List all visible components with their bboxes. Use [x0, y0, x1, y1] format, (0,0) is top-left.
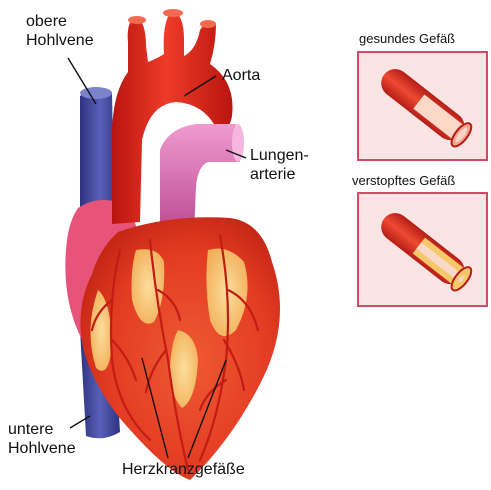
label-superior-vena-cava-line1: obere: [26, 12, 94, 31]
label-inferior-vena-cava: untere Hohlvene: [8, 420, 76, 458]
label-inferior-vena-cava-line2: Hohlvene: [8, 439, 76, 458]
label-superior-vena-cava: obere Hohlvene: [26, 12, 94, 50]
label-pulmonary-artery: Lungen- arterie: [250, 146, 309, 184]
caption-blocked-vessel: verstopftes Gefäß: [352, 173, 455, 188]
label-inferior-vena-cava-line1: untere: [8, 420, 76, 439]
label-coronary-vessels: Herzkranzgefäße: [122, 460, 245, 479]
label-pulmonary-artery-line1: Lungen-: [250, 146, 309, 165]
label-aorta: Aorta: [222, 66, 260, 85]
blocked-vessel-inset: [358, 193, 487, 306]
healthy-vessel-inset: [358, 52, 487, 160]
caption-healthy-vessel: gesundes Gefäß: [359, 31, 455, 46]
label-pulmonary-artery-line2: arterie: [250, 165, 309, 184]
label-superior-vena-cava-line2: Hohlvene: [26, 31, 94, 50]
